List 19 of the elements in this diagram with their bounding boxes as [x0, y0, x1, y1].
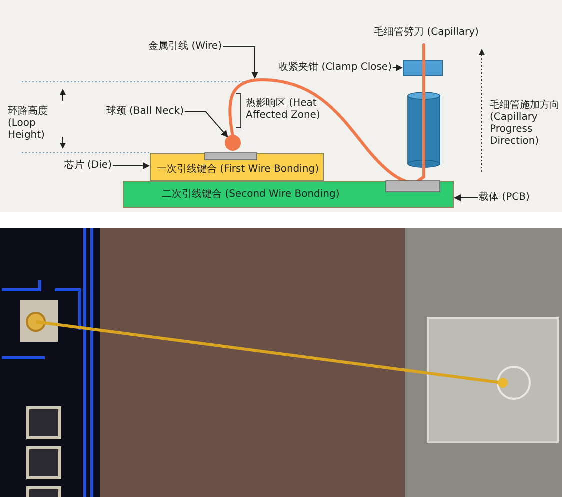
callout-label: 球颈 (Ball Neck): [106, 106, 184, 118]
block-label: 一次引线键合 (First Wire Bonding): [157, 164, 320, 176]
clamp-drawing: [403, 60, 443, 76]
callout-label: 芯片 (Die): [64, 160, 112, 172]
leader-line: [184, 112, 228, 138]
annotation-label: 环路高度 (Loop Height): [8, 106, 49, 142]
callout-label: 载体 (PCB): [479, 192, 530, 204]
block-label: 二次引线键合 (Second Wire Bonding): [162, 189, 340, 201]
callout-label: 金属引线 (Wire): [148, 41, 222, 53]
callout-label: 收紧夹钳 (Clamp Close): [278, 62, 392, 74]
annotation-label: 热影响区 (Heat Affected Zone): [246, 98, 322, 122]
leader-line: [392, 64, 403, 72]
leader-line: [454, 194, 478, 202]
bonding-block: [150, 153, 324, 181]
bonding-block: [123, 181, 454, 208]
annotation-label: 毛细管劈刀 (Capillary): [374, 27, 479, 39]
leader-line: [222, 46, 258, 79]
leader-line: [112, 162, 150, 170]
annotation-label: 毛细管施加方向 (Capillary Progress Direction): [490, 100, 560, 148]
